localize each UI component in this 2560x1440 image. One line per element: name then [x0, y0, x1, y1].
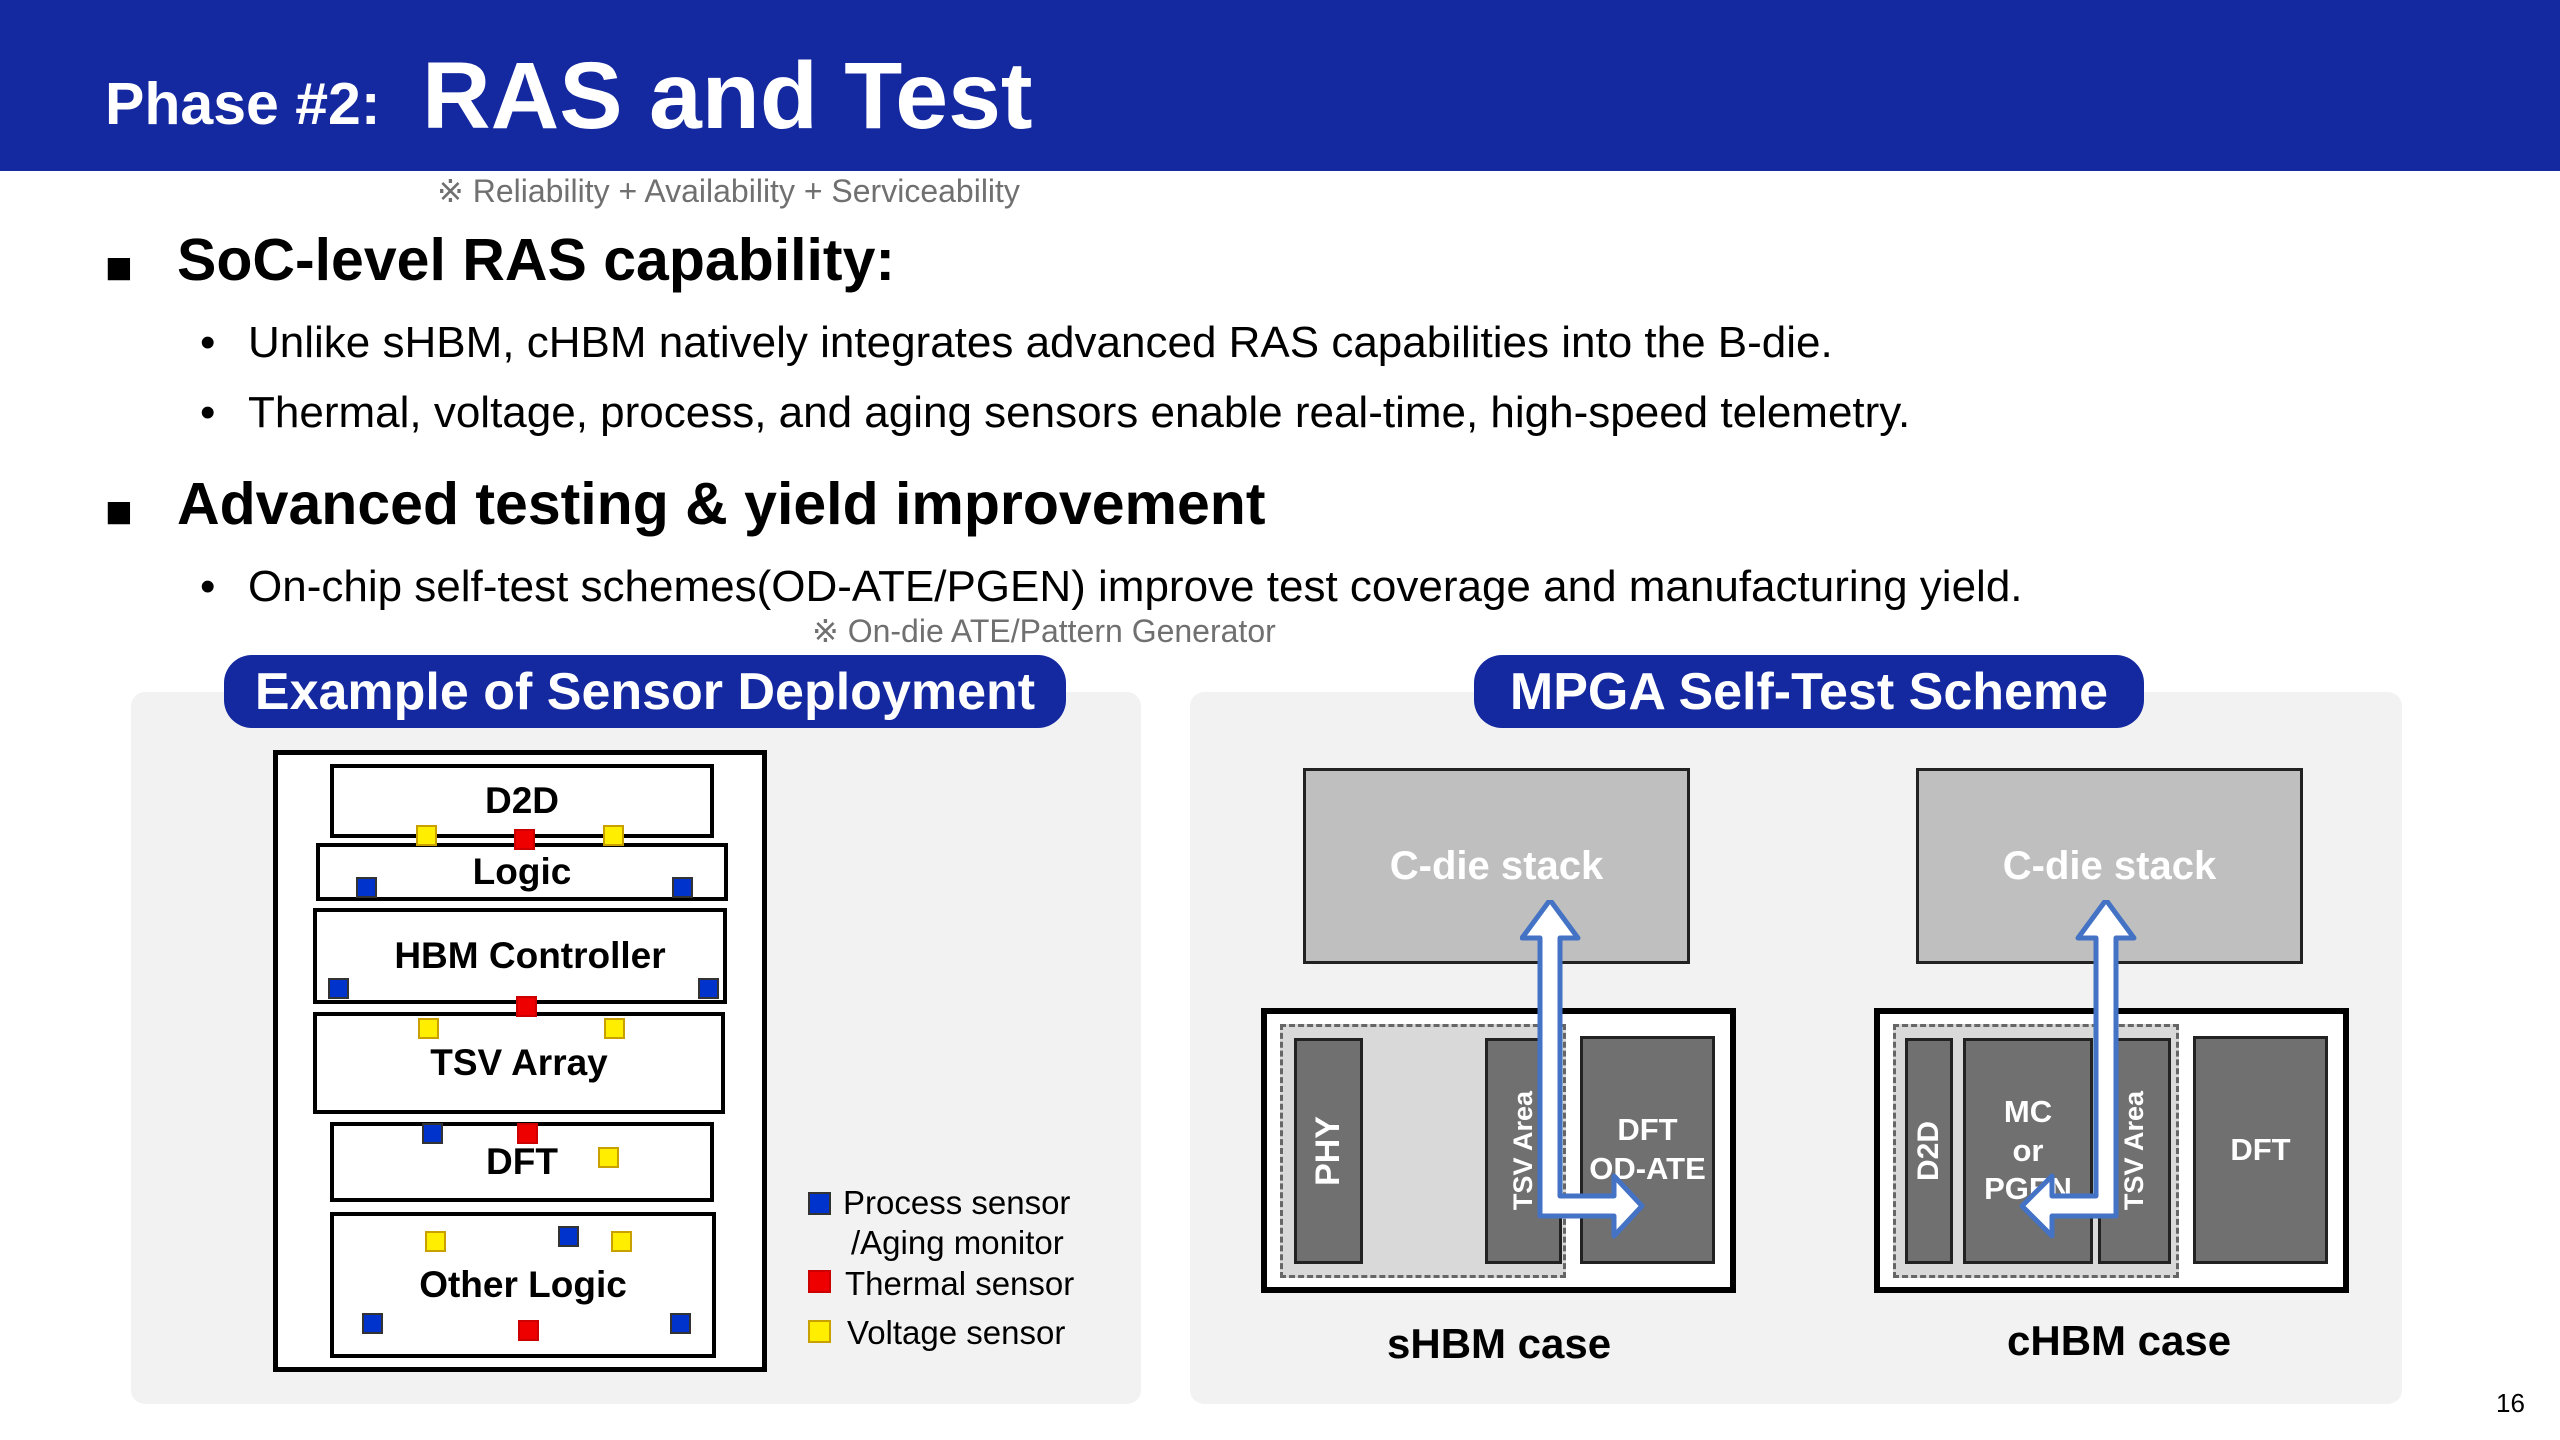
bullet-text: On-chip self-test schemes(OD-ATE/PGEN) i…: [248, 562, 2023, 611]
voltage-sensor: [418, 1018, 439, 1039]
voltage-sensor: [416, 825, 437, 846]
process-sensor: [672, 877, 693, 898]
chbm-d2d-block: D2D: [1905, 1038, 1953, 1264]
block-d2d: D2D: [330, 764, 714, 838]
voltage-sensor: [603, 825, 624, 846]
legend-voltage-swatch: [808, 1320, 831, 1343]
shbm-phy-block: PHY: [1294, 1038, 1363, 1264]
legend-thermal-swatch: [808, 1270, 831, 1293]
self-test-title: MPGA Self-Test Scheme: [1474, 655, 2144, 728]
thermal-sensor: [516, 996, 537, 1017]
legend-process-label: Process sensor: [843, 1184, 1071, 1221]
process-sensor: [558, 1226, 579, 1247]
title-prefix: Phase #2:: [105, 71, 381, 137]
shbm-caption: sHBM case: [1387, 1320, 1612, 1367]
bullet-dot: •: [200, 562, 216, 611]
legend-thermal-label: Thermal sensor: [845, 1265, 1075, 1302]
page-title: RAS and Test: [422, 43, 1033, 149]
chbm-dft-block: DFT: [2193, 1036, 2328, 1264]
section-marker: ■: [105, 241, 133, 293]
sensor-deployment-title: Example of Sensor Deployment: [224, 655, 1066, 728]
legend-voltage-label: Voltage sensor: [847, 1314, 1066, 1351]
block-hbm-controller: HBM Controller: [313, 908, 727, 1004]
process-sensor: [362, 1313, 383, 1334]
process-sensor: [422, 1123, 443, 1144]
thermal-sensor: [514, 829, 535, 850]
section-marker: ■: [105, 485, 133, 537]
voltage-sensor: [425, 1231, 446, 1252]
block-tsv-array: TSV Array: [313, 1012, 725, 1114]
process-sensor: [698, 978, 719, 999]
chbm-mc-pgen-block: MC or PGEN: [1963, 1038, 2093, 1264]
section-heading-testing: Advanced testing & yield improvement: [177, 471, 1266, 537]
bullet-dot: •: [200, 388, 216, 437]
shbm-dft-block: DFT OD-ATE: [1580, 1036, 1715, 1264]
process-sensor: [328, 978, 349, 999]
process-sensor: [670, 1313, 691, 1334]
chbm-d2d-label: D2D: [1912, 1120, 1945, 1181]
shbm-cdie-stack: C-die stack: [1303, 768, 1690, 964]
bullet-text: Thermal, voltage, process, and aging sen…: [248, 388, 1911, 437]
process-sensor: [356, 877, 377, 898]
section-heading-ras: SoC-level RAS capability:: [177, 227, 896, 293]
chbm-caption: cHBM case: [2007, 1317, 2232, 1364]
page-number: 16: [2496, 1388, 2525, 1418]
voltage-sensor: [604, 1018, 625, 1039]
chbm-test-path-arrow: [2019, 900, 2137, 1239]
voltage-sensor: [598, 1147, 619, 1168]
legend-process-swatch: [808, 1192, 831, 1215]
block-logic: Logic: [316, 843, 728, 901]
bullet-text: Unlike sHBM, cHBM natively integrates ad…: [248, 318, 1833, 367]
legend-aging-label: /Aging monitor: [851, 1224, 1064, 1261]
voltage-sensor: [611, 1231, 632, 1252]
shbm-test-path-arrow: [1520, 900, 1645, 1239]
ras-footnote: ※ Reliability + Availability + Serviceab…: [437, 173, 1020, 209]
bullet-dot: •: [200, 318, 216, 367]
ate-footnote: ※ On-die ATE/Pattern Generator: [812, 613, 1276, 649]
thermal-sensor: [517, 1123, 538, 1144]
thermal-sensor: [518, 1320, 539, 1341]
shbm-phy-label: PHY: [1309, 1116, 1347, 1186]
title-bar: [0, 0, 2560, 171]
